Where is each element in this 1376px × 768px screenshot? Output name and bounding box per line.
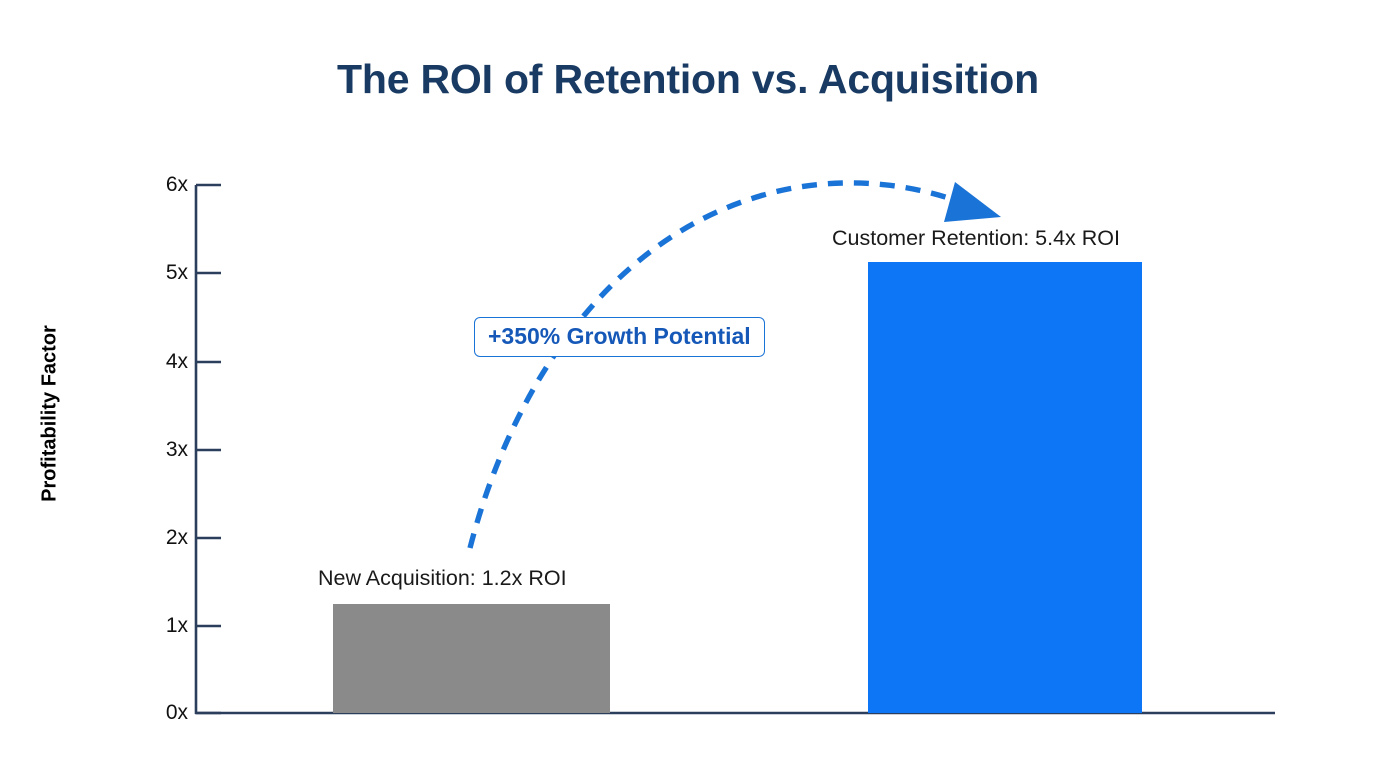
y-axis-ticks [196,183,221,715]
growth-potential-badge: +350% Growth Potential [474,317,765,358]
bar-new-acquisition [333,604,610,713]
y-tick-label-6x: 6x [165,173,188,196]
y-tick-label-0x: 0x [165,701,188,724]
growth-arrow-icon [467,180,1001,549]
y-tick-label-2x: 2x [165,526,188,549]
y-axis-title: Profitability Factor [38,325,61,502]
bar-label-customer-retention: Customer Retention: 5.4x ROI [832,226,1120,250]
y-tick-label-5x: 5x [165,261,188,284]
chart-title: The ROI of Retention vs. Acquisition [337,56,1039,102]
y-tick-label-4x: 4x [165,350,188,373]
y-tick-label-1x: 1x [165,614,188,637]
bar-customer-retention [868,262,1142,713]
bar-label-new-acquisition: New Acquisition: 1.2x ROI [318,566,567,590]
y-tick-label-3x: 3x [165,438,188,461]
